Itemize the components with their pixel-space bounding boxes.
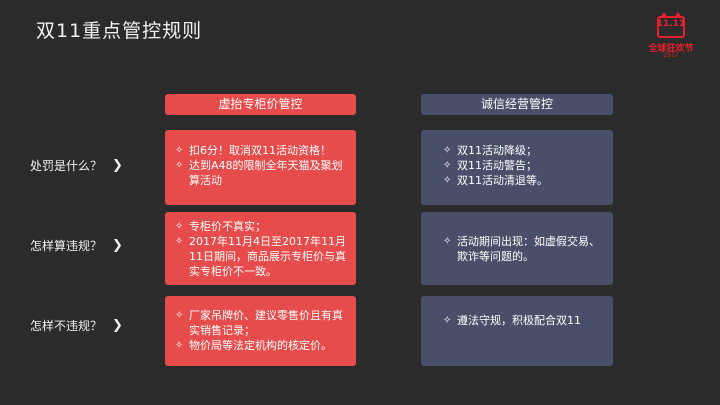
page-title: 双11重点管控规则 xyxy=(36,20,203,42)
row-label-text: 处罚是什么？ xyxy=(30,159,103,173)
tmall-double11-logo: 11.11 全球狂欢节 2017 xyxy=(646,12,696,62)
chevron-right-icon: ❯ xyxy=(112,318,123,333)
diamond-outline-icon: ✧ xyxy=(175,160,184,171)
logo-number: 11.11 xyxy=(656,19,686,29)
list-item: ✧2017年11月4日至2017年11月11日期间，商品展示专柜价与真实专柜价不… xyxy=(175,235,346,278)
list-item: ✧双11活动降级； xyxy=(443,144,537,157)
list-item: ✧双11活动清退等。 xyxy=(443,174,548,187)
diamond-outline-icon: ✧ xyxy=(443,145,452,156)
logo-year: 2017 xyxy=(663,52,679,59)
header-price-control: 虚抬专柜价管控 xyxy=(165,94,356,115)
list-item: ✧遵法守规，积极配合双11 xyxy=(443,314,581,327)
list-item: ✧扣6分！取消双11活动资格！ xyxy=(175,144,331,157)
diamond-outline-icon: ✧ xyxy=(443,160,452,171)
diamond-outline-icon: ✧ xyxy=(175,145,184,156)
logo-text: 全球狂欢节 xyxy=(648,44,694,54)
diamond-outline-icon: ✧ xyxy=(175,236,184,247)
list-item: ✧活动期间出现：如虚假交易、欺诈等问题的。 xyxy=(443,235,600,263)
row-label-violation: 怎样算违规？ ❯ xyxy=(30,237,140,254)
list-item: ✧厂家吊牌价、建议零售价且有真实销售记录； xyxy=(175,309,343,337)
diamond-outline-icon: ✧ xyxy=(443,175,452,186)
diamond-outline-icon: ✧ xyxy=(175,340,184,351)
tmall-cat-icon xyxy=(657,12,685,38)
chevron-right-icon: ❯ xyxy=(112,238,123,253)
diamond-outline-icon: ✧ xyxy=(443,315,452,326)
list-item: ✧达到A48的限制全年天猫及聚划算活动 xyxy=(175,159,343,187)
card-integrity-violation: ✧活动期间出现：如虚假交易、欺诈等问题的。 xyxy=(421,212,613,285)
row-label-text: 怎样不违规？ xyxy=(30,319,103,333)
row-label-compliant: 怎样不违规？ ❯ xyxy=(30,317,140,334)
chevron-right-icon: ❯ xyxy=(112,158,123,173)
diamond-outline-icon: ✧ xyxy=(175,310,184,321)
card-price-penalty: ✧扣6分！取消双11活动资格！ ✧达到A48的限制全年天猫及聚划算活动 xyxy=(165,130,356,205)
card-integrity-penalty: ✧双11活动降级； ✧双11活动警告； ✧双11活动清退等。 xyxy=(421,130,613,205)
diamond-outline-icon: ✧ xyxy=(443,236,452,247)
header-integrity-control: 诚信经营管控 xyxy=(421,94,613,115)
row-label-text: 怎样算违规？ xyxy=(30,239,103,253)
list-item: ✧专柜价不真实； xyxy=(175,220,266,233)
card-integrity-compliant: ✧遵法守规，积极配合双11 xyxy=(421,296,613,366)
row-label-penalty: 处罚是什么？ ❯ xyxy=(30,157,140,174)
card-price-violation: ✧专柜价不真实； ✧2017年11月4日至2017年11月11日期间，商品展示专… xyxy=(165,212,356,285)
card-price-compliant: ✧厂家吊牌价、建议零售价且有真实销售记录； ✧物价局等法定机构的核定价。 xyxy=(165,296,356,366)
list-item: ✧物价局等法定机构的核定价。 xyxy=(175,339,332,352)
diamond-outline-icon: ✧ xyxy=(175,221,184,232)
list-item: ✧双11活动警告； xyxy=(443,159,537,172)
